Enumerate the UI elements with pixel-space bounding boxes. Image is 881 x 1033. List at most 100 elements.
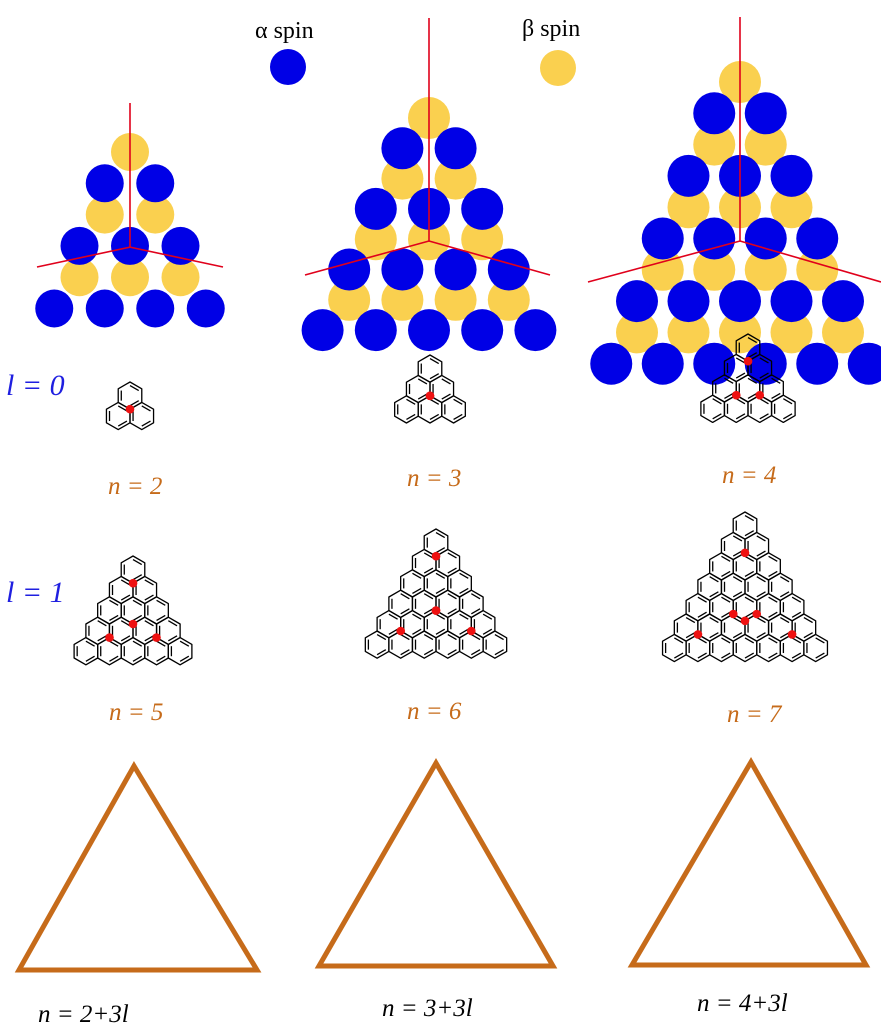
double-bond [156,599,166,606]
alpha-site [186,289,225,328]
alpha-site [301,309,344,352]
alpha-site [744,92,787,135]
double-bond [768,570,778,578]
beta-site [770,311,813,354]
double-bond [791,596,802,603]
double-bond [768,596,778,603]
radical-site [728,609,738,619]
radical-site [128,578,138,588]
symmetry-axes [304,18,551,276]
double-bond [406,398,416,405]
double-bond [120,635,131,642]
double-bond [144,594,154,601]
alpha-spin-swatch [270,49,306,85]
n-label-2: n = 2 [108,473,162,500]
molecule-n6 [364,528,508,659]
double-bond [747,392,758,400]
radical-site [743,356,753,366]
double-bond [117,405,128,412]
triangle-schematics [14,756,871,973]
double-bond [412,587,422,595]
beta-site [744,248,787,291]
n-label-3: n = 3 [407,465,461,492]
double-bond [441,393,451,400]
radical-site [693,630,703,639]
alpha-site [514,309,557,352]
radical-site [731,390,741,400]
double-bond [744,514,755,522]
double-bond [735,372,746,379]
double-bond [756,550,766,557]
beta-site [161,258,200,297]
double-bond [435,572,446,579]
benzene-ring [167,636,193,666]
alpha-site [796,342,839,385]
double-bond [400,633,410,641]
beta-site [796,248,839,291]
formula-n-3-3l: n = 3+3l [382,995,473,1022]
double-bond [747,336,758,344]
symmetry-axes [36,103,224,268]
alpha-site [770,280,813,323]
double-bond [732,535,743,542]
beta-spin-swatch [540,50,576,86]
double-bond [156,614,166,622]
double-bond [97,635,107,642]
double-bond [179,655,190,662]
radical-site [431,606,441,615]
beta-site [693,248,736,291]
alpha-site [35,289,74,328]
double-bond [721,555,731,562]
double-bond [141,405,151,412]
double-bond [423,633,434,641]
double-bond [803,616,813,624]
double-bond [132,655,143,662]
double-bond [709,576,719,583]
double-bond [732,576,743,583]
double-bond [429,398,440,405]
beta-site [111,258,149,297]
double-bond [132,614,143,622]
spin-lattice-large [587,17,881,385]
double-bond [768,637,778,644]
double-bond [471,608,481,615]
double-bond [780,616,790,624]
double-bond [759,413,769,420]
alpha-site [719,280,761,323]
beta-site [616,311,658,354]
double-bond [412,572,422,579]
n-label-6: n = 6 [407,698,462,725]
double-bond [459,572,469,579]
double-bond [721,611,731,618]
double-bond [85,640,95,647]
double-bond [759,398,769,405]
double-bond [732,550,743,557]
double-bond [435,613,446,620]
beta-site [434,278,477,321]
double-bond [780,576,790,583]
double-bond [756,632,766,639]
beta-site [354,218,397,261]
double-bond [417,393,428,400]
double-bond [735,357,746,364]
alpha-site [381,248,424,291]
double-bond [759,372,769,379]
benzene-ring [803,633,829,663]
double-bond [423,552,434,559]
double-bond [471,633,481,641]
alpha-site [641,342,684,385]
molecule-structures [73,333,829,666]
beta-site [744,123,787,166]
molecule-n2 [105,381,155,431]
spin-lattice-small [35,103,225,328]
double-bond [803,632,813,639]
radical-site [152,633,161,642]
double-bond [459,613,469,620]
double-bond [732,632,743,639]
beta-site [60,258,99,297]
double-bond [376,649,387,656]
double-bond [132,558,143,566]
double-bond [120,594,131,601]
double-bond [791,637,802,644]
